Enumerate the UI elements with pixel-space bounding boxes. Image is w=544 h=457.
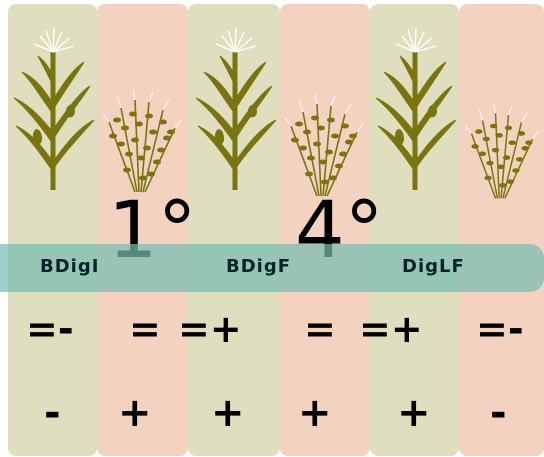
herb-plant-icon (102, 89, 182, 193)
row2-symbol: + (298, 390, 332, 436)
column-2 (97, 4, 188, 456)
grass-plant-icon (195, 27, 277, 190)
row1-symbol: =- (26, 307, 74, 351)
row1-symbol: =+ (178, 307, 242, 351)
band-label-diglf: DigLF (402, 256, 465, 277)
grass-plant-icon (375, 27, 457, 190)
row2-symbol: + (118, 390, 152, 436)
row1-symbol: =- (476, 307, 524, 351)
row1-symbol: =+ (359, 307, 423, 351)
grass-plant-icon (13, 27, 95, 190)
row2-symbol: + (211, 390, 245, 436)
herb-plant-icon (465, 103, 539, 199)
band-label-bdigf: BDigF (226, 256, 292, 277)
column-6 (459, 4, 544, 456)
band-label-bdigi: BDigI (40, 256, 100, 277)
band (0, 244, 544, 292)
herb-plant-icon (284, 93, 364, 197)
row2-symbol: - (490, 390, 507, 436)
row2-symbol: + (397, 390, 431, 436)
row1-symbol: = (304, 307, 336, 351)
row1-symbol: = (129, 307, 161, 351)
row2-symbol: - (44, 390, 61, 436)
column-4 (280, 4, 370, 456)
